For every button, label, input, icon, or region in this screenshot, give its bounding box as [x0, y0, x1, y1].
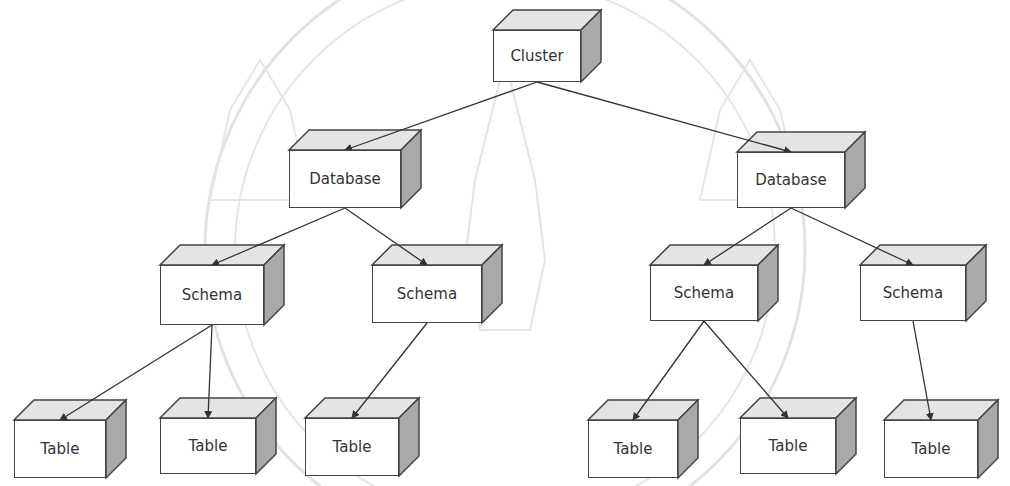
cube-box: Table: [14, 420, 106, 478]
hierarchy-arrow: [704, 208, 791, 265]
cube-box: Database: [289, 150, 401, 208]
cube-box: Schema: [372, 265, 482, 323]
cube-side-face: [256, 398, 276, 474]
hierarchy-arrow: [345, 208, 427, 265]
box-label: Table: [189, 437, 228, 455]
cube-top-face: [650, 245, 778, 265]
hierarchy-arrow: [352, 323, 427, 418]
cube-box: Table: [160, 418, 256, 474]
hierarchy-arrow: [537, 82, 791, 152]
hierarchy-arrow: [212, 208, 345, 265]
box-label: Table: [614, 440, 653, 458]
hierarchy-arrow: [633, 321, 704, 420]
box-label: Database: [309, 170, 381, 188]
cube-top-face: [860, 245, 986, 265]
cube-top-face: [372, 245, 502, 265]
cube-side-face: [482, 245, 502, 323]
cube-top-face: [160, 245, 284, 265]
cube-box: Cluster: [493, 30, 581, 82]
box-label: Database: [755, 171, 827, 189]
cube-side-face: [401, 130, 421, 208]
cube-side-face: [399, 398, 419, 476]
cube-side-face: [966, 245, 986, 321]
cube-box: Table: [588, 420, 678, 478]
cube-box: Table: [884, 420, 978, 478]
hierarchy-arrow: [913, 321, 931, 420]
hierarchy-arrow: [791, 208, 913, 265]
box-label: Schema: [674, 284, 734, 302]
hierarchy-arrow: [208, 325, 212, 418]
cube-side-face: [581, 10, 601, 82]
cube-side-face: [758, 245, 778, 321]
cube-side-face: [978, 400, 998, 478]
box-label: Schema: [883, 284, 943, 302]
cube-side-face: [106, 400, 126, 478]
hierarchy-arrow: [704, 321, 788, 418]
hierarchy-arrow: [345, 82, 537, 150]
cube-box: Schema: [860, 265, 966, 321]
hierarchy-arrow: [60, 325, 212, 420]
box-label: Table: [333, 438, 372, 456]
box-label: Schema: [397, 285, 457, 303]
cube-box: Schema: [650, 265, 758, 321]
cube-box: Table: [740, 418, 836, 474]
box-label: Schema: [182, 286, 242, 304]
cube-side-face: [678, 400, 698, 478]
box-label: Table: [41, 440, 80, 458]
cube-side-face: [264, 245, 284, 325]
box-label: Table: [912, 440, 951, 458]
cube-box: Database: [737, 152, 845, 208]
cube-side-face: [836, 398, 856, 474]
cube-box: Table: [305, 418, 399, 476]
cube-box: Schema: [160, 265, 264, 325]
box-label: Table: [769, 437, 808, 455]
cube-side-face: [845, 132, 865, 208]
box-label: Cluster: [510, 47, 563, 65]
